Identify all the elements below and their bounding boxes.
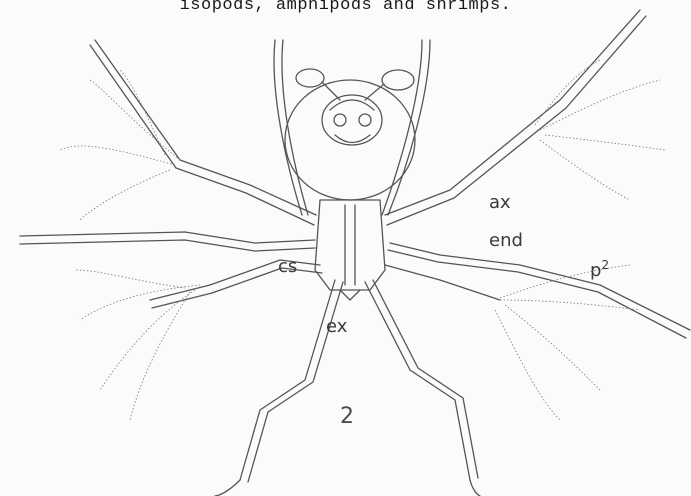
leg-long-right-b: [373, 280, 478, 478]
leg-mid-right-b: [388, 250, 686, 338]
setae-left-top: [60, 70, 180, 220]
leg-long-left: [240, 280, 335, 480]
leg-upper-left-b: [90, 45, 314, 225]
tail-left: [215, 480, 240, 496]
lobe-left: [296, 69, 324, 87]
figure-number: 2: [340, 404, 354, 429]
label-p2: p2: [590, 258, 609, 281]
setae-right-top: [535, 60, 665, 200]
label-end: end: [489, 230, 523, 251]
eye-left: [334, 114, 346, 126]
label-ex: ex: [326, 316, 347, 337]
label-p2-sup: 2: [601, 258, 609, 272]
lobe-right: [382, 70, 414, 90]
leg-long-right: [365, 282, 470, 480]
head-inner: [322, 95, 382, 145]
label-cs: cs: [278, 256, 297, 277]
leg-upper-right: [385, 10, 640, 215]
label-ax: ax: [489, 192, 511, 213]
leg-mid-left: [20, 232, 315, 243]
setae-right-low: [495, 265, 640, 420]
carapace: [285, 80, 415, 200]
tail-right: [470, 480, 480, 496]
label-p2-base: p: [590, 260, 601, 281]
thorax: [315, 200, 385, 290]
eye-right: [359, 114, 371, 126]
leg-lower-right: [385, 265, 500, 300]
leg-long-left-b: [248, 282, 343, 482]
telson: [340, 290, 360, 300]
thorax-mid: [345, 205, 355, 285]
head-detail: [330, 100, 374, 143]
